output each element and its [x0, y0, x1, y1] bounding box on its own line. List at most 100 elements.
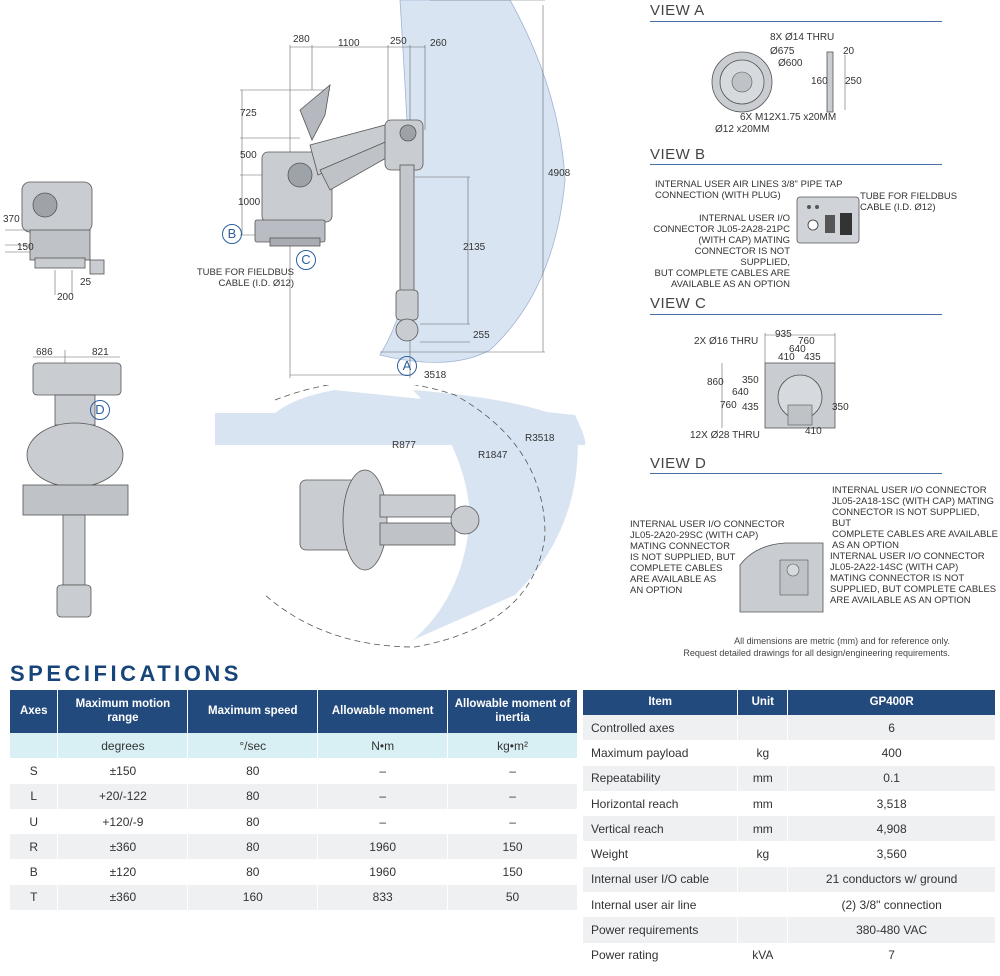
table-cell: 150	[447, 834, 578, 860]
unit-cell: kg•m²	[447, 733, 578, 759]
table-cell: Controlled axes	[583, 715, 739, 741]
table-cell: 3,560	[787, 841, 996, 867]
item-table-header-row: Item Unit GP400R	[583, 690, 996, 715]
table-cell: ±360	[57, 834, 189, 860]
view-c-d350l: 350	[742, 375, 759, 386]
table-cell: 7	[787, 942, 996, 968]
table-cell: Vertical reach	[583, 816, 739, 842]
dim-821: 821	[92, 347, 109, 358]
view-c-base	[721, 333, 836, 429]
table-cell: 380-480 VAC	[787, 917, 996, 943]
view-c-d435t: 435	[804, 352, 821, 363]
specifications-title: SPECIFICATIONS	[10, 661, 242, 686]
table-row: Horizontal reach mm 3,518	[583, 790, 996, 817]
dim-150: 150	[17, 242, 34, 253]
table-cell: 3,518	[787, 790, 996, 817]
dimensions-footnote: All dimensions are metric (mm) and for r…	[600, 636, 950, 659]
view-d-note-right-bottom: INTERNAL USER I/O CONNECTOR JL05-2A22-14…	[830, 551, 996, 607]
table-row: Power rating kVA 7	[583, 942, 996, 968]
view-b-panel	[796, 196, 860, 244]
dim-3518: 3518	[424, 370, 447, 381]
view-a-thru: 8X Ø14 THRU	[770, 32, 835, 43]
view-c-d640t: 640	[789, 344, 806, 355]
table-cell	[737, 892, 789, 918]
table-row: Maximum payload kg 400	[583, 740, 996, 766]
col-header-allowable-moment: Allowable moment	[317, 690, 449, 733]
table-cell: –	[317, 808, 449, 835]
table-cell	[737, 866, 789, 893]
note-line: JL05-2A20-29SC (WITH CAP)	[630, 529, 759, 541]
table-cell	[737, 715, 789, 741]
table-row: U +120/-9 80 – –	[10, 808, 578, 835]
table-cell: kVA	[737, 942, 789, 968]
marker-d: D	[90, 400, 110, 420]
table-cell: mm	[737, 790, 789, 817]
table-cell: L	[10, 783, 59, 809]
table-row: B ±120 80 1960 150	[10, 859, 578, 885]
col-header-axes: Axes	[10, 690, 59, 733]
note-line: INTERNAL USER I/O CONNECTOR	[830, 551, 985, 562]
dim-370: 370	[3, 214, 20, 225]
view-b-io-note: INTERNAL USER I/O CONNECTOR JL05-2A28-21…	[648, 213, 790, 290]
view-b-air-note: INTERNAL USER AIR LINES 3/8" PIPE TAP CO…	[655, 179, 842, 202]
footnote-line: All dimensions are metric (mm) and for r…	[734, 636, 950, 646]
io-note-line: INTERNAL USER I/O	[699, 213, 790, 224]
table-cell: Power rating	[583, 942, 739, 968]
note-line: INTERNAL USER I/O CONNECTOR	[832, 485, 987, 496]
table-cell: 400	[787, 740, 996, 766]
table-cell: Internal user I/O cable	[583, 866, 739, 893]
table-cell: 80	[187, 758, 319, 784]
col-header-moment-inertia: Allowable moment of inertia	[447, 690, 578, 733]
table-cell: B	[10, 859, 59, 885]
unit-cell	[10, 733, 59, 759]
table-row: R ±360 80 1960 150	[10, 834, 578, 860]
table-cell: –	[447, 758, 578, 784]
note-line: MATING CONNECTOR IS NOT	[830, 572, 965, 584]
view-c-d16: 2X Ø16 THRU	[694, 336, 759, 347]
unit-cell: N•m	[317, 733, 449, 759]
dim-280: 280	[293, 34, 310, 45]
table-cell: 80	[187, 808, 319, 835]
dim-1100: 1100	[338, 38, 360, 49]
unit-cell: °/sec	[187, 733, 319, 759]
axes-table-units-row: degrees °/sec N•m kg•m²	[10, 733, 578, 759]
dim-r3518: R3518	[525, 433, 555, 444]
view-d-note-right-top: INTERNAL USER I/O CONNECTOR JL05-2A18-1S…	[832, 485, 1000, 552]
rear-view-drawing	[5, 181, 105, 295]
view-c-d760l: 760	[720, 400, 737, 411]
view-d-note-left: INTERNAL USER I/O CONNECTOR JL05-2A20-29…	[630, 519, 785, 596]
view-a-d600: Ø600	[778, 58, 803, 69]
marker-b: B	[222, 224, 242, 244]
dim-250: 250	[390, 36, 407, 47]
dim-2135: 2135	[463, 242, 486, 253]
table-row: S ±150 80 – –	[10, 758, 578, 784]
air-note-line: CONNECTION (WITH PLUG)	[655, 189, 781, 201]
table-cell: –	[447, 783, 578, 809]
table-row: T ±360 160 833 50	[10, 884, 578, 911]
table-row: Weight kg 3,560	[583, 841, 996, 867]
unit-cell: degrees	[57, 733, 189, 759]
view-d-title: VIEW D	[650, 455, 707, 472]
view-c-d28: 12X Ø28 THRU	[690, 430, 760, 441]
table-cell: U	[10, 808, 59, 835]
view-a-d20: 20	[843, 46, 855, 57]
table-cell: 80	[187, 859, 319, 885]
view-c-d760t: 760	[798, 336, 815, 347]
dim-725: 725	[240, 108, 257, 119]
item-spec-table: Item Unit GP400R Controlled axes 6 Maxim…	[583, 690, 996, 968]
table-cell: S	[10, 758, 59, 784]
note-line: ARE AVAILABLE AS AN OPTION	[830, 594, 971, 606]
io-note-line: BUT COMPLETE CABLES ARE	[654, 267, 790, 279]
tube-fieldbus-note: TUBE FOR FIELDBUS CABLE (I.D. Ø12)	[188, 267, 294, 290]
col-header-unit: Unit	[737, 690, 789, 715]
marker-c: C	[296, 250, 316, 270]
table-cell: ±120	[57, 859, 189, 885]
view-a-d250: 250	[845, 76, 862, 87]
note-line: ARE AVAILABLE AS	[630, 573, 717, 585]
view-a-m12: 6X M12X1.75 x20MM	[740, 112, 837, 123]
col-header-motion-range: Maximum motion range	[57, 690, 189, 733]
table-cell: (2) 3/8" connection	[787, 892, 996, 918]
col-header-model: GP400R	[787, 690, 996, 715]
table-cell: 1960	[317, 859, 449, 885]
table-cell: mm	[737, 765, 789, 791]
